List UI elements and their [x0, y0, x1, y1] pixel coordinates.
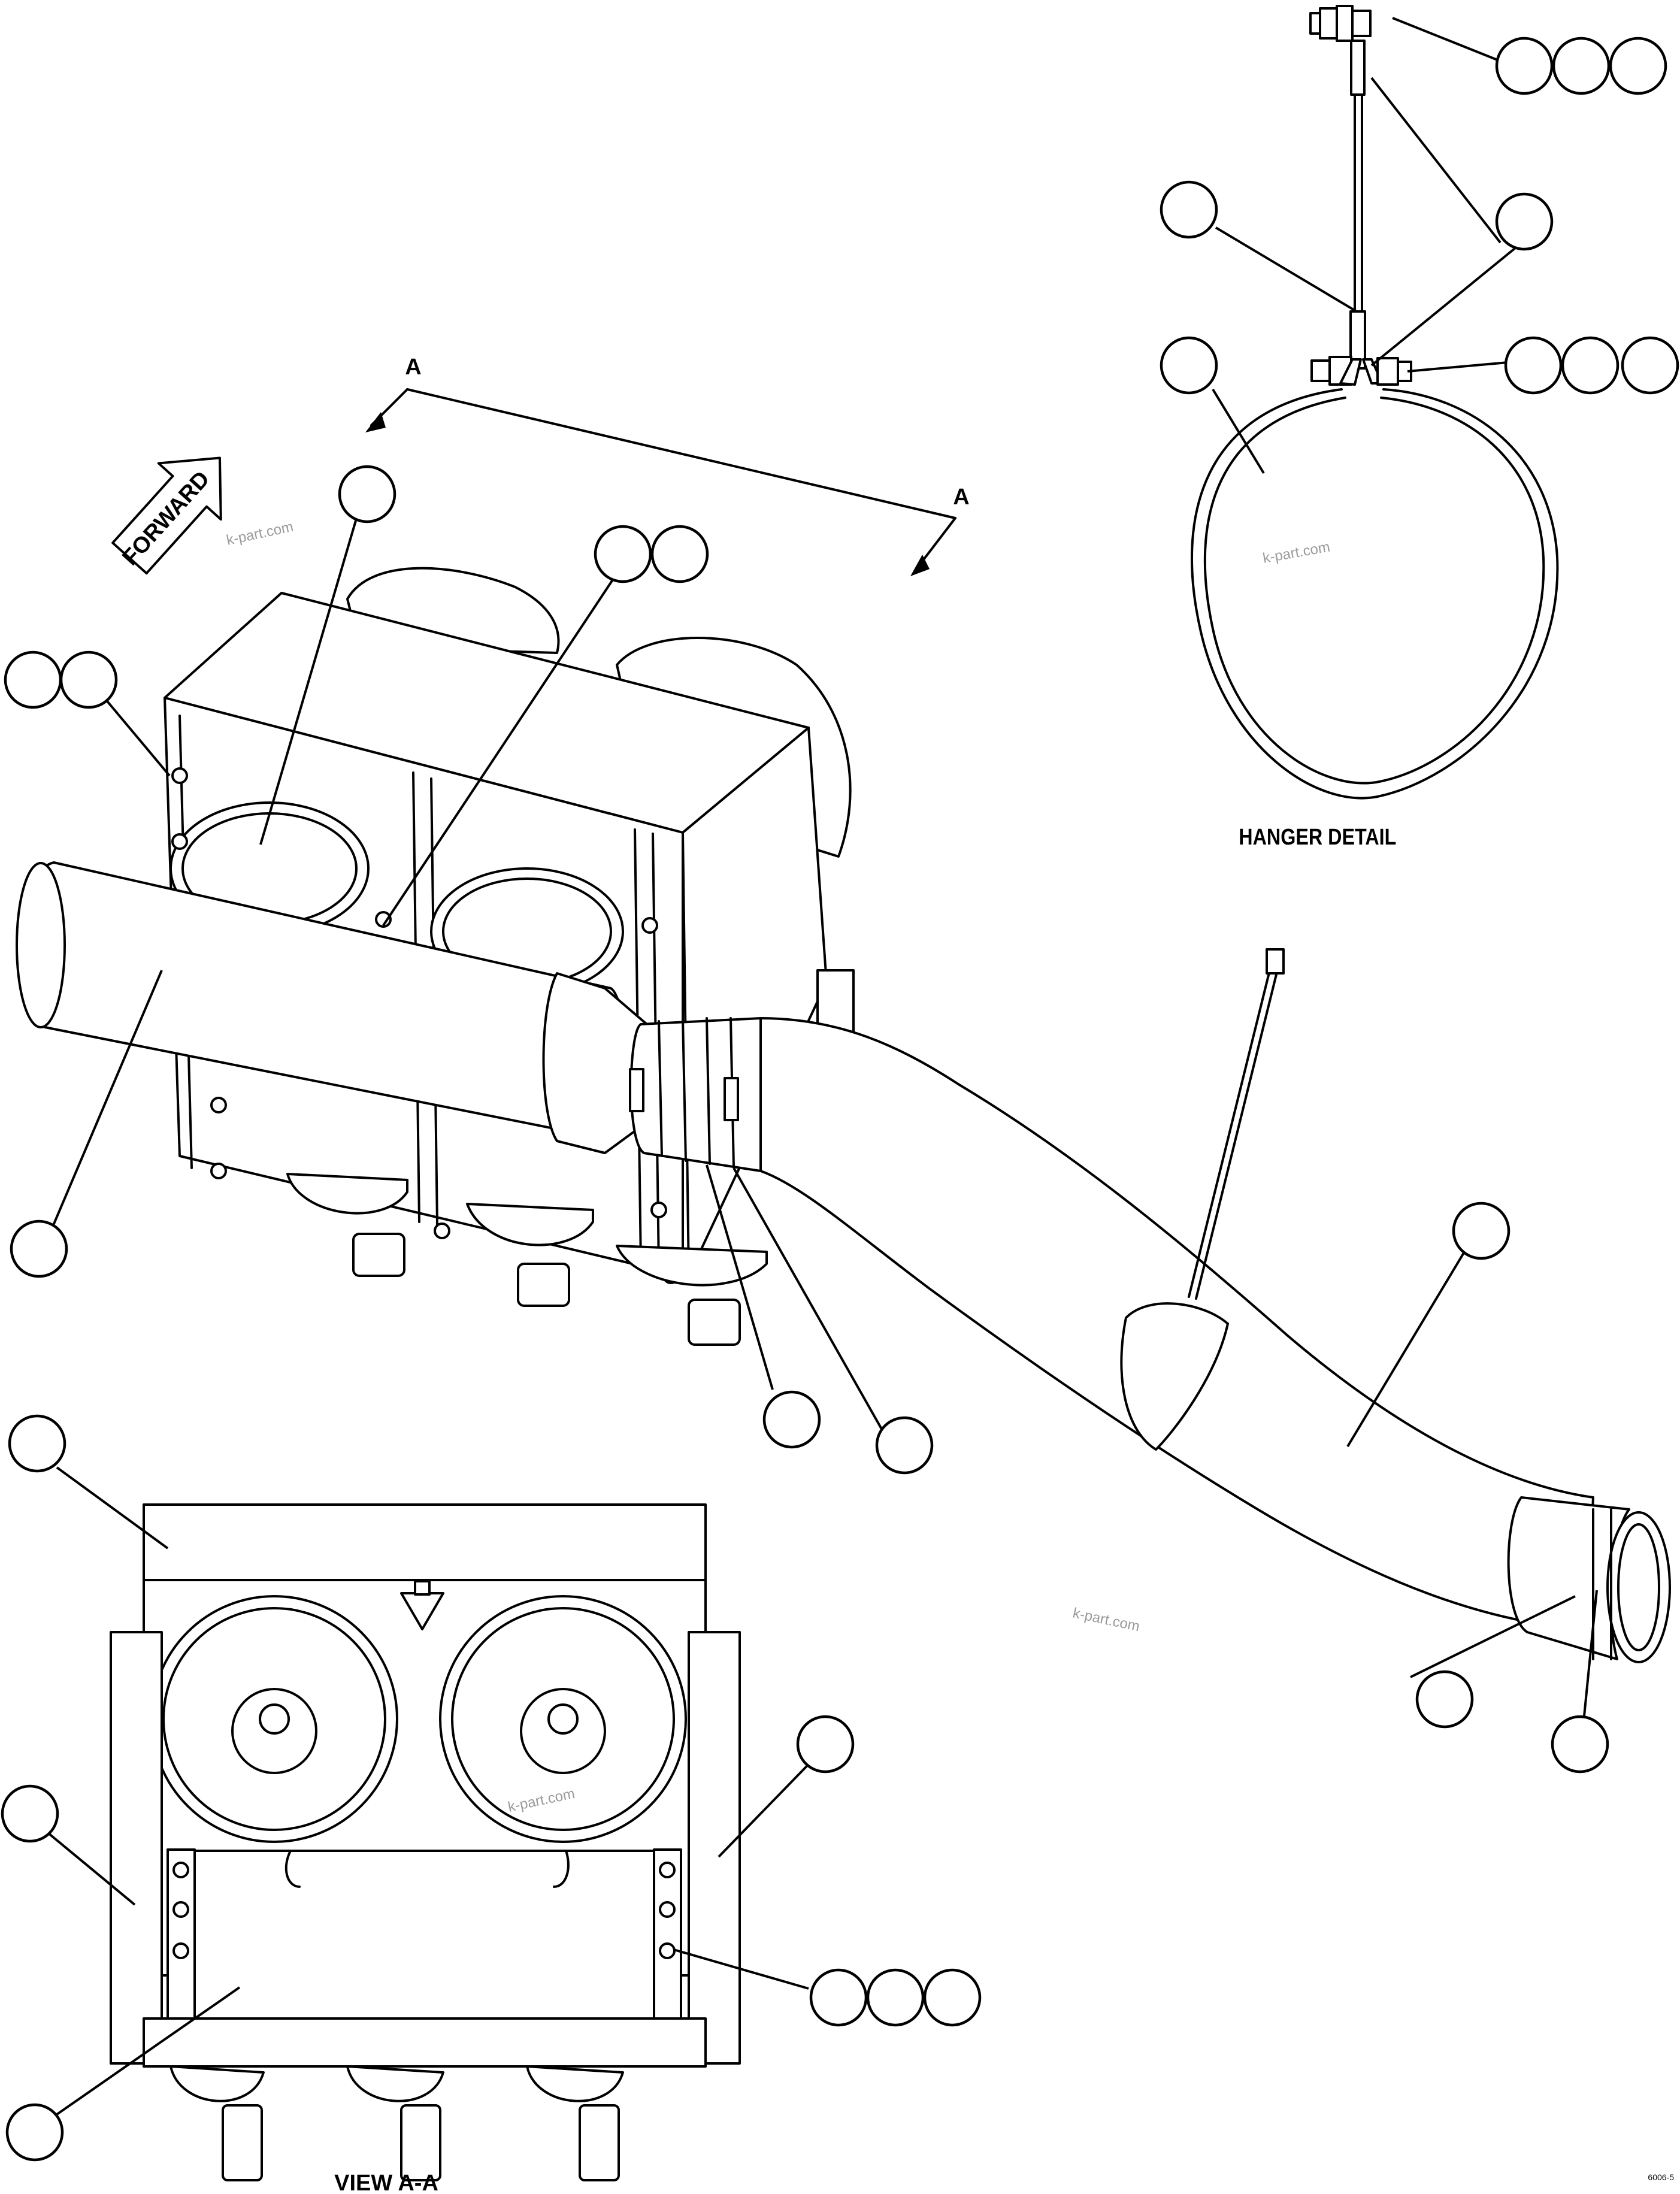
callout-bubble [1495, 37, 1554, 95]
watermark: k-part.com [1261, 539, 1331, 567]
sheet-id: 6006-5 [1648, 2172, 1674, 2182]
callout-bubble [1160, 180, 1218, 239]
callout-bubble [1452, 1202, 1511, 1260]
callout-bubble [10, 1219, 68, 1278]
callout-bubble [1, 1784, 59, 1843]
callout-bubble [1561, 336, 1620, 395]
callout-bubble [4, 650, 62, 709]
callout-bubbles [1, 37, 1679, 2162]
callout-bubble [866, 1968, 925, 2027]
view-a-a: VIEW A-A [110, 1503, 741, 2194]
callout-bubble [1552, 37, 1611, 95]
callout-bubble [8, 1414, 66, 1473]
air-cleaner-assembly [16, 567, 1671, 1663]
callout-bubble [59, 650, 118, 709]
section-arrow-right-icon [910, 555, 930, 576]
callout-bubble [1621, 336, 1679, 395]
callout-bubble [762, 1390, 821, 1449]
section-letter-left: A [405, 355, 421, 380]
callout-bubble [338, 465, 396, 523]
callout-bubble [1609, 37, 1667, 95]
forward-arrow-icon [111, 456, 222, 575]
watermark: k-part.com [1071, 1605, 1141, 1635]
callout-bubble [594, 525, 652, 583]
section-letter-right: A [953, 485, 969, 510]
callout-bubble [875, 1416, 934, 1475]
callout-bubble [5, 2103, 64, 2162]
callout-bubble [1551, 1715, 1609, 1774]
view-a-a-title: VIEW A-A [334, 2171, 438, 2194]
callout-bubble [923, 1968, 982, 2027]
callout-bubble [809, 1968, 868, 2027]
callout-bubble [1495, 192, 1554, 251]
watermark: k-part.com [225, 519, 295, 549]
hanger-detail-title: HANGER DETAIL [1239, 825, 1396, 850]
callout-bubble [796, 1715, 855, 1774]
section-arrow-left-icon [365, 412, 386, 432]
callout-bubble [1504, 336, 1563, 395]
callout-bubble [650, 525, 709, 583]
leader-lines [47, 17, 1598, 2116]
callout-bubble [1160, 336, 1218, 395]
callout-bubble [1415, 1670, 1474, 1729]
section-line-a-a: A A [365, 355, 970, 576]
hanger-detail: HANGER DETAIL [1191, 5, 1559, 850]
forward-arrow: FORWARD [111, 456, 222, 575]
